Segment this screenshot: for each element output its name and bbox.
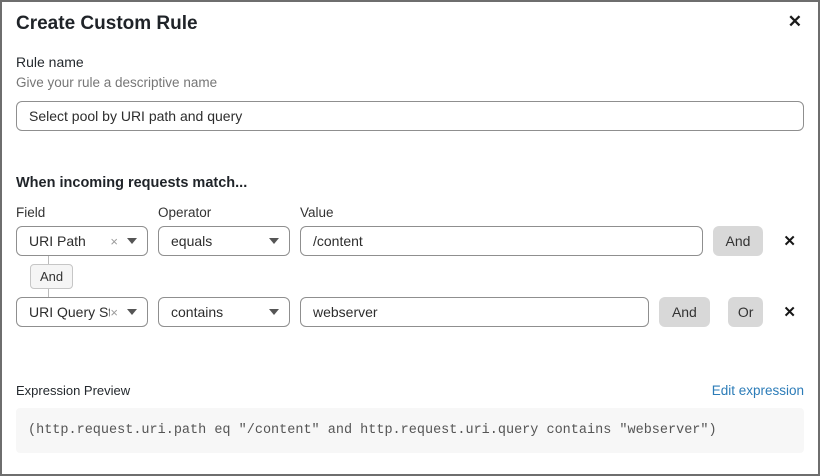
- page-title: Create Custom Rule: [16, 13, 198, 34]
- connector-line: [48, 256, 49, 264]
- value-input[interactable]: [300, 297, 649, 327]
- add-or-condition-button[interactable]: Or: [727, 297, 764, 327]
- condition-row: URI Query St... × contains And Or ✕: [16, 297, 804, 327]
- add-and-condition-button[interactable]: And: [658, 297, 710, 327]
- value-column-label: Value: [300, 205, 334, 220]
- and-connector-badge: And: [30, 264, 74, 289]
- field-column-label: Field: [16, 205, 46, 220]
- operator-select[interactable]: equals: [158, 226, 290, 256]
- connector-line: [48, 289, 49, 297]
- expression-preview-header: Expression Preview Edit expression: [16, 383, 804, 398]
- close-icon[interactable]: ✕: [784, 9, 806, 34]
- chevron-down-icon: [127, 309, 137, 315]
- expression-preview-label: Expression Preview: [16, 383, 131, 398]
- rule-name-input[interactable]: [16, 101, 804, 131]
- field-select-value: URI Query St...: [29, 304, 110, 320]
- edit-expression-link[interactable]: Edit expression: [711, 383, 804, 398]
- field-select[interactable]: URI Path ×: [16, 226, 148, 256]
- remove-condition-icon[interactable]: ✕: [783, 232, 796, 250]
- operator-select-value: contains: [171, 304, 224, 320]
- add-and-condition-button[interactable]: And: [712, 226, 764, 256]
- chevron-down-icon: [269, 309, 279, 315]
- clear-field-icon[interactable]: ×: [110, 233, 118, 249]
- condition-connector: And: [16, 256, 804, 297]
- condition-row: URI Path × equals And ✕: [16, 226, 804, 256]
- field-select[interactable]: URI Query St... ×: [16, 297, 148, 327]
- chevron-down-icon: [127, 238, 137, 244]
- value-input[interactable]: [300, 226, 703, 256]
- field-select-value: URI Path: [29, 233, 86, 249]
- matcher-column-labels: Field Operator Value: [16, 205, 804, 220]
- match-heading: When incoming requests match...: [16, 175, 248, 191]
- rule-name-label: Rule name: [16, 54, 84, 70]
- expression-code: (http.request.uri.path eq "/content" and…: [16, 408, 804, 453]
- rule-name-hint: Give your rule a descriptive name: [16, 75, 218, 90]
- operator-column-label: Operator: [158, 205, 212, 220]
- operator-select[interactable]: contains: [158, 297, 290, 327]
- operator-select-value: equals: [171, 233, 213, 249]
- remove-condition-icon[interactable]: ✕: [783, 303, 796, 321]
- chevron-down-icon: [269, 238, 279, 244]
- clear-field-icon[interactable]: ×: [110, 304, 118, 320]
